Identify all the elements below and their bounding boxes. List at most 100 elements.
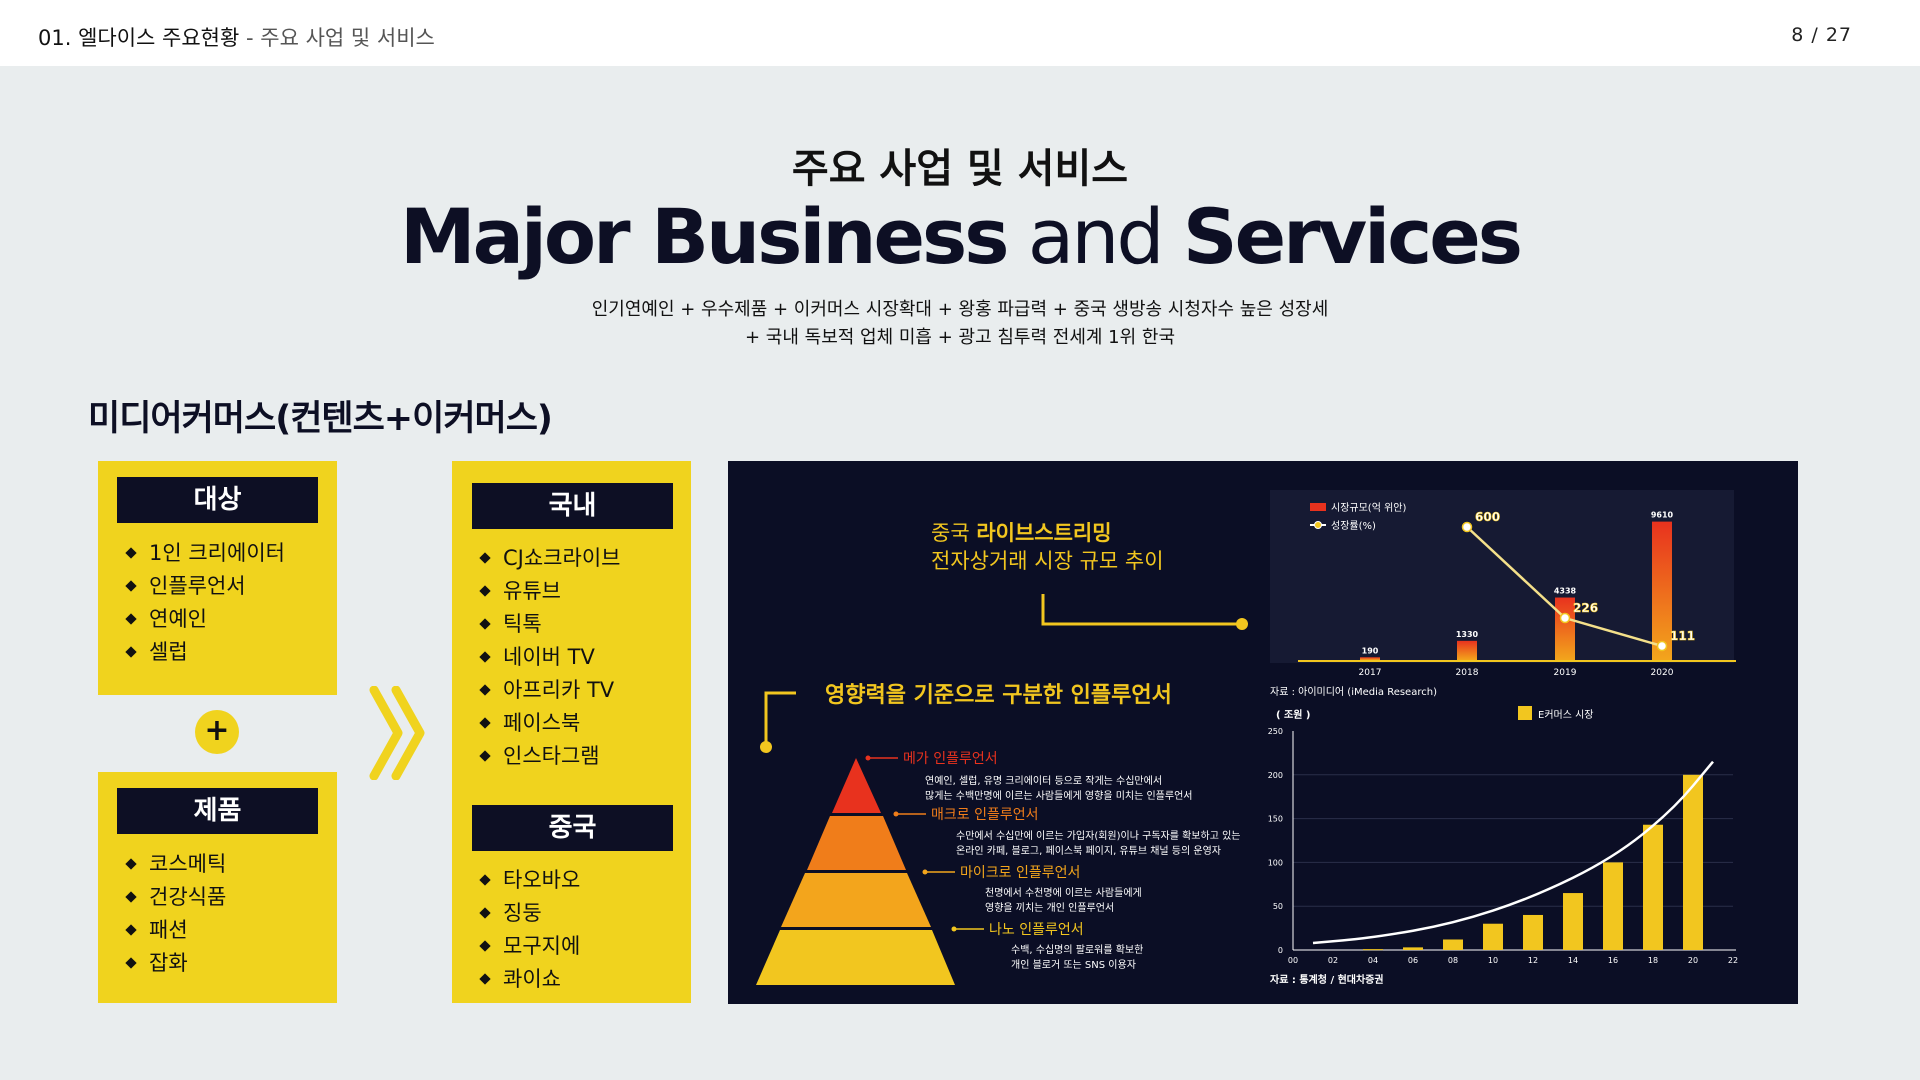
bullet-icon bbox=[479, 972, 491, 985]
growth-rate-point bbox=[1461, 521, 1473, 533]
list-item: 건강식품 bbox=[123, 881, 226, 914]
growth-rate-point bbox=[1656, 640, 1668, 652]
section-title: 미디어커머스(컨텐츠+이커머스) bbox=[88, 399, 553, 439]
bullet-icon bbox=[125, 890, 137, 903]
breadcrumb: 01. 엘다이스 주요현황 - 주요 사업 및 서비스 bbox=[38, 22, 435, 52]
leader-dot bbox=[922, 869, 928, 875]
x-tick-label: 16 bbox=[1608, 956, 1618, 965]
ecommerce-bar bbox=[1603, 862, 1623, 950]
category-tick-label: 2018 bbox=[1456, 668, 1479, 678]
domestic-list: CJ쇼크라이브 유튜브 틱톡 네이버 TV 아프리카 TV 페이스북 인스타그램 bbox=[477, 542, 620, 773]
trend-curve bbox=[1312, 760, 1714, 945]
y-tick-label: 0 bbox=[1278, 946, 1283, 955]
growth-rate-label: 111 bbox=[1670, 629, 1695, 643]
english-title: Major Business and Services bbox=[0, 192, 1920, 281]
double-chevron-right-icon bbox=[369, 686, 425, 780]
list-item: 유튜브 bbox=[477, 575, 620, 608]
list-item: 징둥 bbox=[477, 897, 580, 930]
list-item: 셀럽 bbox=[123, 636, 285, 669]
target-box-title: 대상 bbox=[117, 477, 318, 523]
description-line-2: + 국내 독보적 업체 미흡 + 광고 침투력 전세계 1위 한국 bbox=[744, 327, 1176, 348]
ecommerce-bar bbox=[1643, 824, 1663, 950]
bullet-icon bbox=[479, 584, 491, 597]
list-item: 연예인 bbox=[123, 603, 285, 636]
x-tick-label: 12 bbox=[1528, 956, 1538, 965]
list-item: 모구지에 bbox=[477, 930, 580, 963]
legend-label-bar: 시장규모(억 위안) bbox=[1331, 501, 1406, 514]
bar-value-label: 9610 bbox=[1651, 511, 1674, 520]
list-item: CJ쇼크라이브 bbox=[477, 542, 620, 575]
category-tick-label: 2019 bbox=[1554, 668, 1577, 678]
x-tick-label: 02 bbox=[1328, 956, 1338, 965]
pyramid-desc-nano-1: 수백, 수십명의 팔로워를 확보한 bbox=[1011, 943, 1143, 956]
live-title-line-2: 전자상거래 시장 규모 추이 bbox=[931, 549, 1164, 573]
china-box-title: 중국 bbox=[472, 805, 673, 851]
top-bar: 01. 엘다이스 주요현황 - 주요 사업 및 서비스 8 / 27 bbox=[0, 0, 1920, 66]
bullet-icon bbox=[125, 956, 137, 969]
x-tick-label: 10 bbox=[1488, 956, 1498, 965]
live-title-line-1: 중국 라이브스트리밍 bbox=[931, 521, 1112, 545]
product-box-title: 제품 bbox=[117, 788, 318, 834]
description-line-1: 인기연예인 + 우수제품 + 이커머스 시장확대 + 왕홍 파급력 + 중국 생… bbox=[591, 299, 1329, 320]
x-tick-label: 08 bbox=[1448, 956, 1458, 965]
bullet-icon bbox=[479, 749, 491, 762]
pyramid-tier-mega bbox=[832, 758, 881, 813]
product-box: 제품 코스메틱 건강식품 패션 잡화 bbox=[98, 772, 337, 1003]
ecommerce-bar bbox=[1403, 947, 1423, 950]
bullet-icon bbox=[125, 612, 137, 625]
bullet-icon bbox=[479, 650, 491, 663]
platform-box: 국내 CJ쇼크라이브 유튜브 틱톡 네이버 TV 아프리카 TV 페이스북 인스… bbox=[452, 461, 691, 1003]
chart-2-source: 자료 : 통계청 / 현대차증권 bbox=[1270, 973, 1384, 986]
x-tick-label: 14 bbox=[1568, 956, 1578, 965]
live-title-connector bbox=[1041, 594, 1241, 626]
ecommerce-bar bbox=[1523, 914, 1543, 950]
x-tick-label: 22 bbox=[1728, 956, 1738, 965]
pyramid-label-micro: 마이크로 인플루언서 bbox=[960, 865, 1080, 881]
growth-rate-label: 226 bbox=[1573, 601, 1598, 615]
bullet-icon bbox=[479, 617, 491, 630]
breadcrumb-section: 01. 엘다이스 주요현황 bbox=[38, 26, 240, 50]
bullet-icon bbox=[479, 906, 491, 919]
x-tick-label: 00 bbox=[1288, 956, 1298, 965]
x-tick-label: 06 bbox=[1408, 956, 1418, 965]
breadcrumb-subsection: 주요 사업 및 서비스 bbox=[260, 26, 435, 50]
korean-title: 주요 사업 및 서비스 bbox=[791, 146, 1129, 192]
target-box: 대상 1인 크리에이터 인플루언서 연예인 셀럽 bbox=[98, 461, 337, 695]
pyramid-tier-macro bbox=[807, 816, 906, 870]
china-list: 타오바오 징둥 모구지에 콰이쇼 bbox=[477, 864, 580, 996]
bullet-icon bbox=[125, 857, 137, 870]
y-tick-label: 200 bbox=[1268, 771, 1283, 780]
legend-swatch-dot bbox=[1314, 521, 1322, 529]
pyramid-desc-mega-2: 많게는 수백만명에 이르는 사람들에게 영향을 미치는 인플루언서 bbox=[925, 789, 1192, 802]
legend-swatch-bar bbox=[1310, 503, 1326, 511]
breadcrumb-separator: - bbox=[246, 26, 254, 50]
y-tick-label: 50 bbox=[1273, 902, 1283, 911]
leader-dot bbox=[951, 926, 957, 932]
target-list: 1인 크리에이터 인플루언서 연예인 셀럽 bbox=[123, 537, 285, 669]
list-item: 1인 크리에이터 bbox=[123, 537, 285, 570]
market-size-bar bbox=[1555, 597, 1575, 660]
list-item: 네이버 TV bbox=[477, 641, 620, 674]
pyramid-tier-micro bbox=[781, 873, 931, 927]
growth-rate-label: 600 bbox=[1475, 510, 1500, 524]
chart-1-source: 자료 : 아이미디어 (iMedia Research) bbox=[1270, 686, 1437, 698]
influencer-title: 영향력을 기준으로 구분한 인플루언서 bbox=[825, 683, 1172, 708]
plus-icon: + bbox=[195, 710, 239, 754]
x-tick-label: 20 bbox=[1688, 956, 1698, 965]
bullet-icon bbox=[125, 645, 137, 658]
pyramid-desc-mega-1: 연예인, 셀럽, 유명 크리에이터 등으로 작게는 수십만에서 bbox=[925, 775, 1162, 787]
bullet-icon bbox=[125, 923, 137, 936]
leader-dot bbox=[865, 755, 871, 761]
infographic-panel: 중국 라이브스트리밍 전자상거래 시장 규모 추이 영향력을 기준으로 구분한 … bbox=[728, 461, 1798, 1004]
pyramid-label-nano: 나노 인플루언서 bbox=[989, 922, 1084, 938]
bullet-icon bbox=[479, 873, 491, 886]
pyramid-tier-nano bbox=[756, 930, 955, 985]
list-item: 인플루언서 bbox=[123, 570, 285, 603]
list-item: 패션 bbox=[123, 914, 226, 947]
ecommerce-bar bbox=[1563, 893, 1583, 950]
pyramid-desc-macro-1: 수만에서 수십만에 이르는 가입자(회원)이나 구독자를 확보하고 있는 bbox=[956, 829, 1240, 842]
english-title-part-2: and bbox=[1027, 192, 1165, 281]
hero-description: 인기연예인 + 우수제품 + 이커머스 시장확대 + 왕홍 파급력 + 중국 생… bbox=[0, 296, 1920, 352]
